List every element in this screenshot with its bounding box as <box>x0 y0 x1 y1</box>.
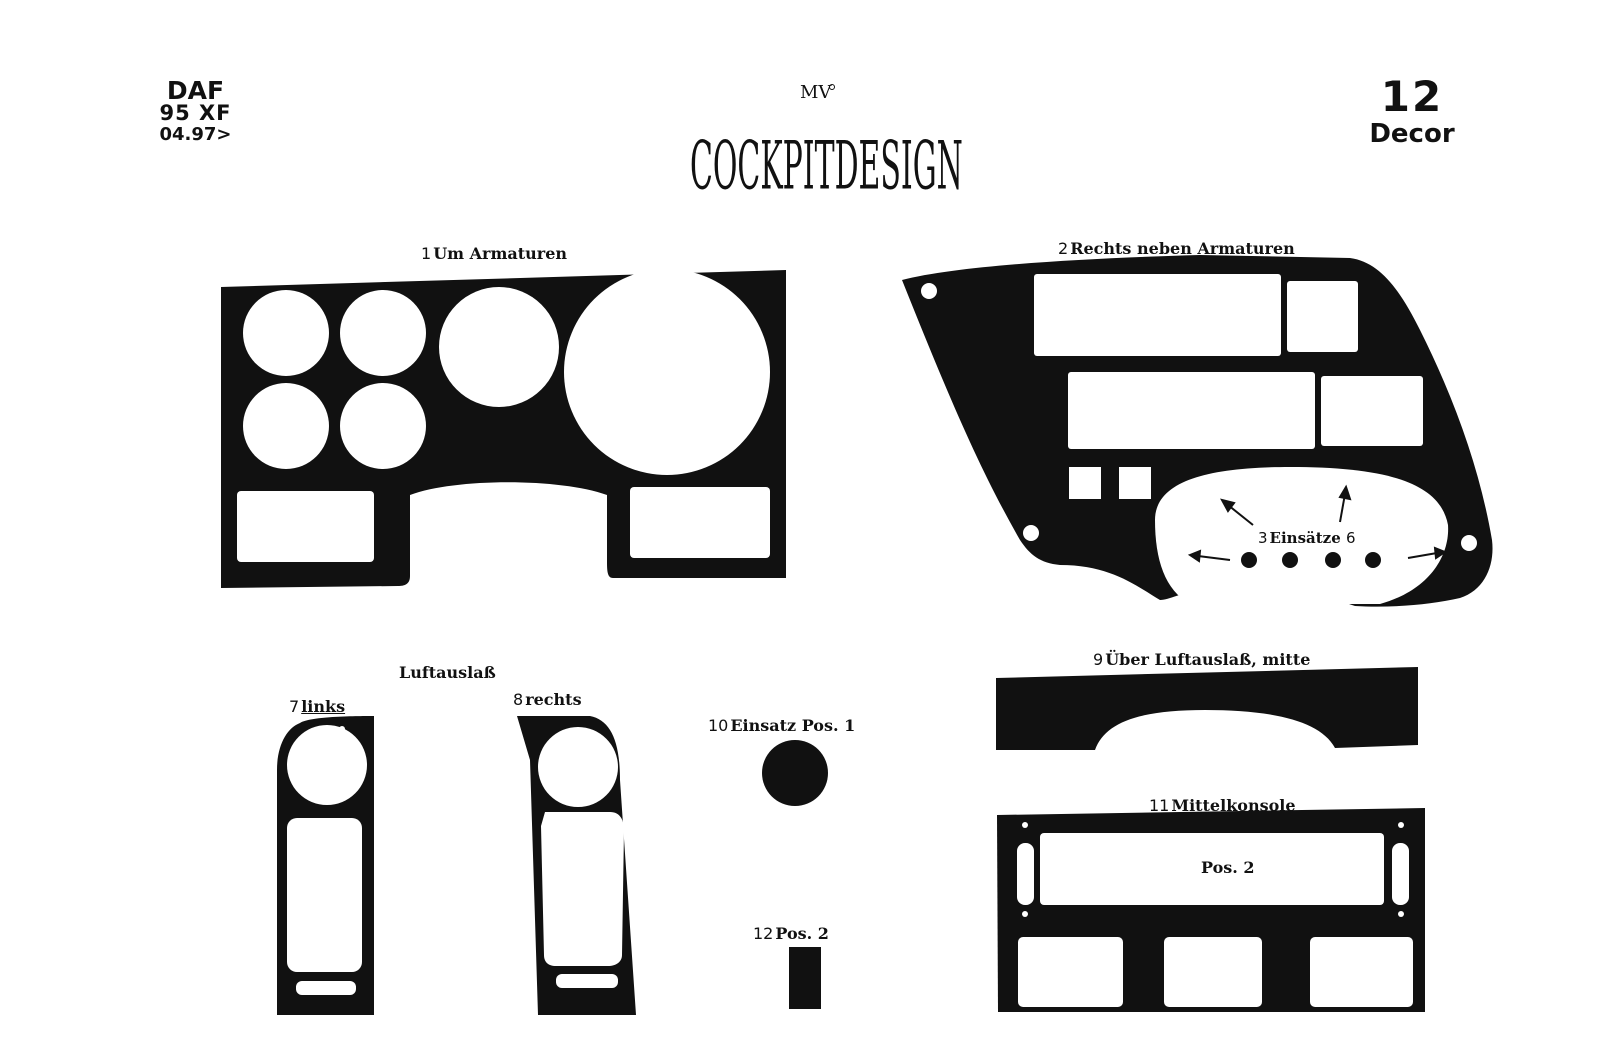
kit-piece-count: 12 <box>1380 72 1444 121</box>
brand-mark: MV <box>800 82 832 103</box>
vehicle-model: 95 XF <box>159 101 232 125</box>
insert-3-dot <box>1241 552 1257 568</box>
part-8-air-vent-right <box>517 716 636 1015</box>
vehicle-make: DAF <box>166 76 225 105</box>
brand-name: COCKPITDESIGN <box>690 128 963 206</box>
kit-info: 12 Decor <box>1352 72 1472 149</box>
label-part-11-inner: Pos. 2 <box>1201 858 1255 877</box>
vehicle-date: 04.97> <box>159 124 232 145</box>
insert-5-dot <box>1325 552 1341 568</box>
part-11-center-console <box>997 808 1425 1012</box>
part-12-pos-2 <box>789 947 821 1009</box>
part-3-6-inserts <box>1187 484 1448 568</box>
part-1-instrument-surround <box>221 270 786 588</box>
part-9-above-air-vent-middle <box>996 667 1418 750</box>
part-2-right-of-instruments <box>902 255 1493 607</box>
label-air-vent-group: Luftauslaß <box>399 663 496 682</box>
insert-4-dot <box>1282 552 1298 568</box>
part-10-insert-pos-1 <box>762 740 828 806</box>
part-7-air-vent-left <box>277 716 374 1015</box>
vehicle-info: DAF 95 XF 04.97> <box>148 76 243 146</box>
kit-finish: Decor <box>1369 119 1455 149</box>
insert-6-dot <box>1365 552 1381 568</box>
brand-logo: MV COCKPITDESIGN <box>690 80 980 206</box>
